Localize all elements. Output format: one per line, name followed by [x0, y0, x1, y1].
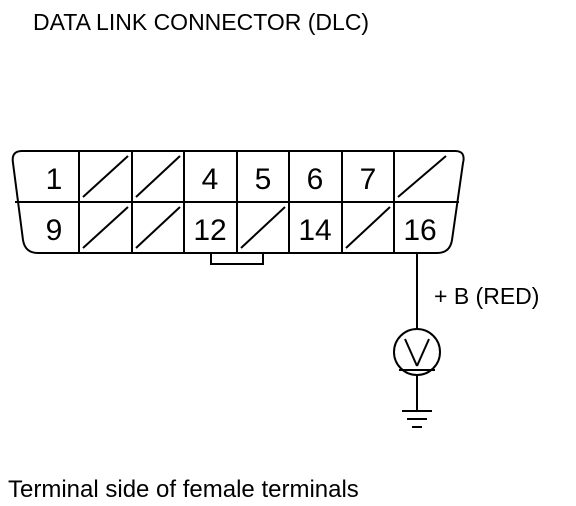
- pin-14: 14: [298, 214, 331, 247]
- probe-label: + B (RED): [434, 283, 539, 309]
- slash-bottom-15: [345, 206, 391, 249]
- ground-icon: [402, 410, 432, 428]
- pin-4: 4: [202, 163, 219, 196]
- connector-locking-tab: [210, 253, 264, 265]
- pin-5: 5: [255, 163, 272, 196]
- diagram-caption: Terminal side of female terminals: [8, 476, 359, 503]
- unused-cavity-slashes: [82, 155, 447, 249]
- slash-top-3: [135, 155, 181, 198]
- connector-outline: [11, 150, 465, 254]
- pin-12: 12: [193, 214, 226, 247]
- pin-1: 1: [46, 163, 63, 196]
- slash-bottom-13: [240, 206, 286, 249]
- slash-top-8: [397, 155, 447, 198]
- connector-column-dividers: [78, 151, 395, 253]
- slash-bottom-11: [135, 206, 181, 249]
- pin-7: 7: [360, 163, 377, 196]
- pin-6: 6: [307, 163, 324, 196]
- slash-bottom-10: [82, 206, 129, 249]
- diagram-title: DATA LINK CONNECTOR (DLC): [33, 9, 369, 35]
- voltmeter-icon: [393, 328, 441, 376]
- pin-9: 9: [46, 214, 63, 247]
- slash-top-2: [82, 155, 129, 198]
- pin-16: 16: [403, 214, 436, 247]
